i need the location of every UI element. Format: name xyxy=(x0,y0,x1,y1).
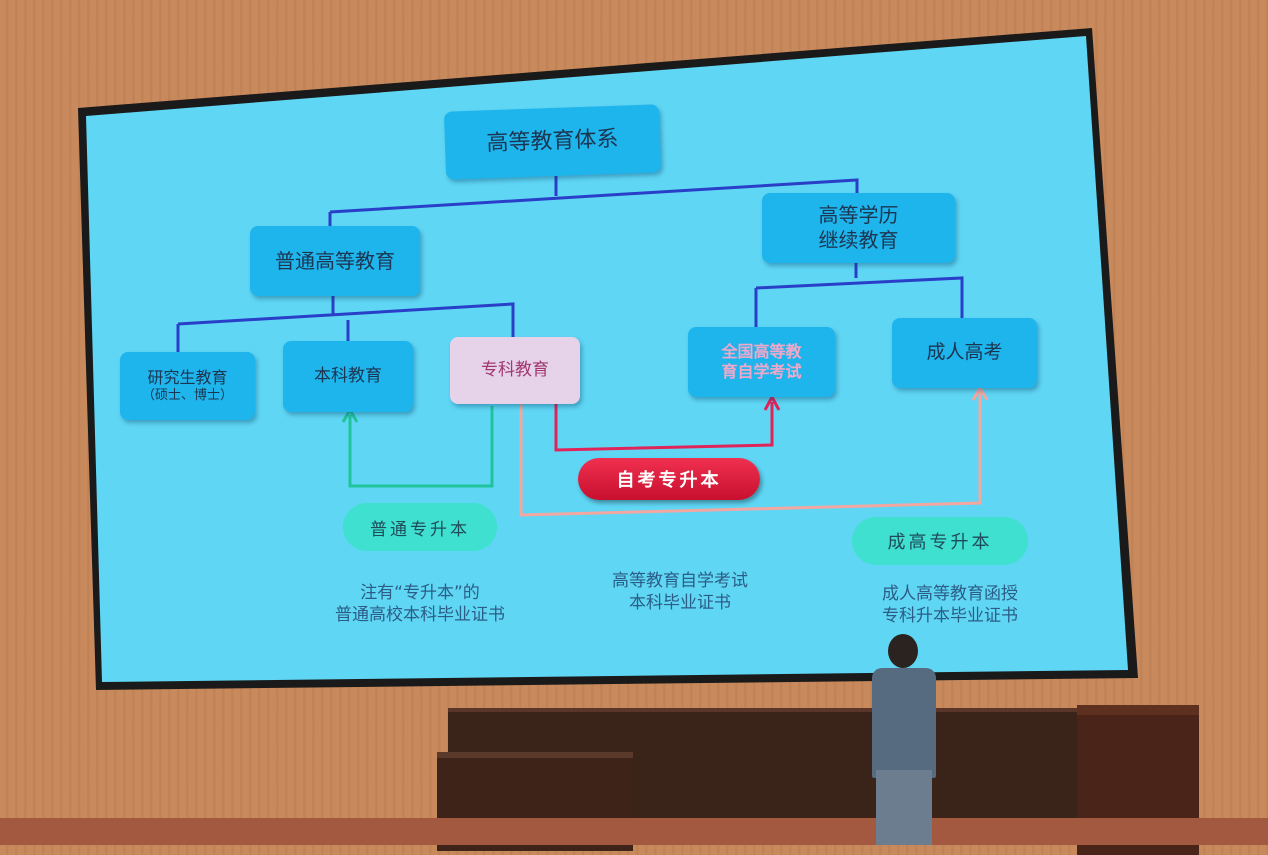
graduate-node: 研究生教育（硕士、博士） xyxy=(120,352,255,420)
adult-upgrade-pill: 成高专升本 xyxy=(852,517,1028,565)
regular-upgrade-arrow xyxy=(348,406,494,488)
self-exam-upgrade-pill: 自考专升本 xyxy=(578,458,760,500)
regular-caption: 注有“专升本”的普通高校本科毕业证书 xyxy=(335,583,505,626)
self-exam-arrow xyxy=(554,402,774,452)
self-exam-caption: 高等教育自学考试本科毕业证书 xyxy=(612,571,748,614)
regular-upgrade-pill: 普通专升本 xyxy=(343,503,497,551)
adult-exam-arrow xyxy=(519,392,982,517)
tree-connectors xyxy=(176,176,964,352)
adult-exam-node: 成人高考 xyxy=(892,318,1037,388)
junior-college-node: 专科教育 xyxy=(450,337,580,404)
stage-floor xyxy=(0,818,1268,845)
continuing-ed-node: 高等学历继续教育 xyxy=(762,193,955,263)
undergrad-node: 本科教育 xyxy=(283,341,413,412)
self-exam-node: 全国高等教育自学考试 xyxy=(688,327,835,397)
regular-higher-ed-node: 普通高等教育 xyxy=(250,226,420,296)
presenter xyxy=(866,634,942,845)
adult-caption: 成人高等教育函授专科升本毕业证书 xyxy=(882,584,1018,627)
root-node: 高等教育体系 xyxy=(443,104,662,180)
